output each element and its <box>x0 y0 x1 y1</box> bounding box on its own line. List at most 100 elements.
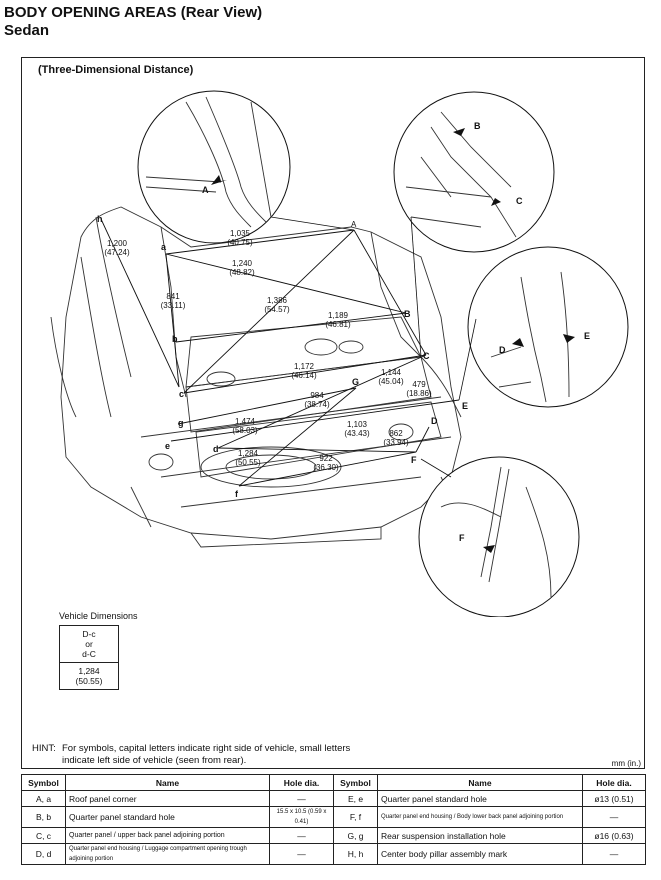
point-A-detail: A <box>202 185 209 195</box>
point-c: c <box>179 389 184 399</box>
hole-cell: ø13 (0.51) <box>582 790 646 807</box>
body-diagram: A B C D E F A B C D E F G a b c d e f g … <box>50 90 629 617</box>
measurement-lines <box>100 218 460 487</box>
dim-A-C-in: (18.86) <box>406 389 432 398</box>
dim-h-c-in: (47.24) <box>104 248 130 257</box>
table-row: C, c Quarter panel / upper back panel ad… <box>21 827 646 844</box>
dim-h-c-mm: 1,200 <box>107 239 128 248</box>
dim-d-E-in: (43.43) <box>344 429 370 438</box>
dim-c-C-in: (46.14) <box>291 371 317 380</box>
dim-g-G-in: (38.74) <box>304 400 330 409</box>
dimension-labels: 1,200 (47.24) 1,035 (40.75) 1,240 (48.82… <box>104 229 432 472</box>
hole-cell: — <box>269 843 334 865</box>
hint-label: HINT: <box>32 743 56 754</box>
point-h: h <box>97 214 103 224</box>
point-g: g <box>178 418 184 428</box>
detail-circle-a <box>137 90 291 244</box>
figure-caption: (Three-Dimensional Distance) <box>38 64 194 76</box>
hole-cell: — <box>582 843 646 865</box>
point-labels: A B C D E F A B C D E F G a b c d e f g … <box>97 121 590 543</box>
header-hole-dia: Hole dia. <box>269 774 334 791</box>
symbol-cell: F, f <box>333 806 378 828</box>
dim-f-F-in: (36.30) <box>313 463 339 472</box>
dim-A-c-mm: 1,386 <box>267 296 288 305</box>
unit-note: mm (in.) <box>611 759 641 768</box>
table-header-row: Symbol Name Hole dia. Symbol Name Hole d… <box>21 774 646 791</box>
point-a: a <box>161 242 167 252</box>
dim-a-B-mm: 1,240 <box>232 259 253 268</box>
point-f: f <box>235 489 239 499</box>
page-title-block: BODY OPENING AREAS (Rear View) Sedan <box>4 4 262 40</box>
detail-leaders <box>270 216 477 478</box>
dim-D-F-mm: 862 <box>389 429 403 438</box>
page-subtitle: Sedan <box>4 22 50 39</box>
dim-e-E-in: (58.03) <box>232 426 258 435</box>
dim-D-F-in: (33.94) <box>383 438 409 447</box>
symbol-cell: H, h <box>333 843 378 865</box>
point-D-detail: D <box>499 345 506 355</box>
hole-cell: ø16 (0.63) <box>582 827 646 844</box>
detail-arrows <box>211 128 575 553</box>
point-C-detail: C <box>516 196 523 206</box>
hole-cell: — <box>582 806 646 828</box>
dim-f-F-mm: 922 <box>319 454 333 463</box>
dim-A-c-in: (54.57) <box>264 305 290 314</box>
vehicle-dimensions-value: 1,284 (50.55) <box>60 663 118 689</box>
symbol-cell: D, d <box>21 843 66 865</box>
header-name: Name <box>65 774 270 791</box>
hole-cell: — <box>269 790 334 807</box>
name-cell: Center body pillar assembly mark <box>377 843 583 865</box>
table-row: A, a Roof panel corner — E, e Quarter pa… <box>21 790 646 807</box>
point-F-detail: F <box>459 533 465 543</box>
page-title: BODY OPENING AREAS (Rear View) <box>4 4 263 21</box>
header-hole-dia: Hole dia. <box>582 774 646 791</box>
detail-circles <box>137 90 629 617</box>
dim-a-A-in: (40.75) <box>227 238 253 247</box>
header-symbol: Symbol <box>333 774 378 791</box>
name-cell: Quarter panel end housing / Body lower b… <box>377 806 583 828</box>
hole-cell: — <box>269 827 334 844</box>
symbol-cell: B, b <box>21 806 66 828</box>
detail-circle-f <box>418 456 580 617</box>
dim-d-f-in: (50.55) <box>235 458 261 467</box>
symbol-cell: A, a <box>21 790 66 807</box>
name-cell: Roof panel corner <box>65 790 270 807</box>
point-G: G <box>352 377 359 387</box>
car-body-outline <box>50 206 462 548</box>
header-symbol: Symbol <box>21 774 66 791</box>
dim-A-C-mm: 479 <box>412 380 426 389</box>
detail-circle-b-c <box>393 91 555 253</box>
point-b: b <box>172 334 178 344</box>
dim-a-c-in: (33.11) <box>161 301 186 310</box>
vehicle-dimensions-title: Vehicle Dimensions <box>59 611 138 621</box>
dim-c-C-mm: 1,172 <box>294 362 315 371</box>
name-cell: Rear suspension installation hole <box>377 827 583 844</box>
dim-d-C-mm: 1,144 <box>381 368 402 377</box>
dim-d-C-in: (45.04) <box>378 377 404 386</box>
point-E-detail: E <box>584 331 590 341</box>
point-D: D <box>431 416 438 426</box>
dim-b-B-in: (46.81) <box>325 320 351 329</box>
hole-cell: 15.5 x 10.5 (0.59 x 0.41) <box>269 806 334 828</box>
point-B: B <box>404 309 411 319</box>
vehicle-dimensions-line3: d-C <box>82 649 96 659</box>
point-B-detail: B <box>474 121 481 131</box>
point-A: A <box>351 220 357 229</box>
detail-circle-d-e <box>467 246 629 408</box>
point-F: F <box>411 455 417 465</box>
table-row: D, d Quarter panel end housing / Luggage… <box>21 843 646 865</box>
name-cell: Quarter panel standard hole <box>377 790 583 807</box>
header-name: Name <box>377 774 583 791</box>
point-C: C <box>423 351 430 361</box>
table-row: B, b Quarter panel standard hole 15.5 x … <box>21 806 646 828</box>
vehicle-dimensions-line1: D-c <box>82 629 96 639</box>
figure-frame <box>21 57 645 769</box>
dim-d-f-mm: 1,284 <box>238 449 259 458</box>
dim-e-E-mm: 1,474 <box>235 417 256 426</box>
name-cell: Quarter panel / upper back panel adjoini… <box>65 827 270 844</box>
dim-a-c-mm: 841 <box>166 292 180 301</box>
dim-b-B-mm: 1,189 <box>328 311 349 320</box>
dim-d-E-mm: 1,103 <box>347 420 368 429</box>
detail-sketches <box>145 96 570 598</box>
symbol-cell: E, e <box>333 790 378 807</box>
